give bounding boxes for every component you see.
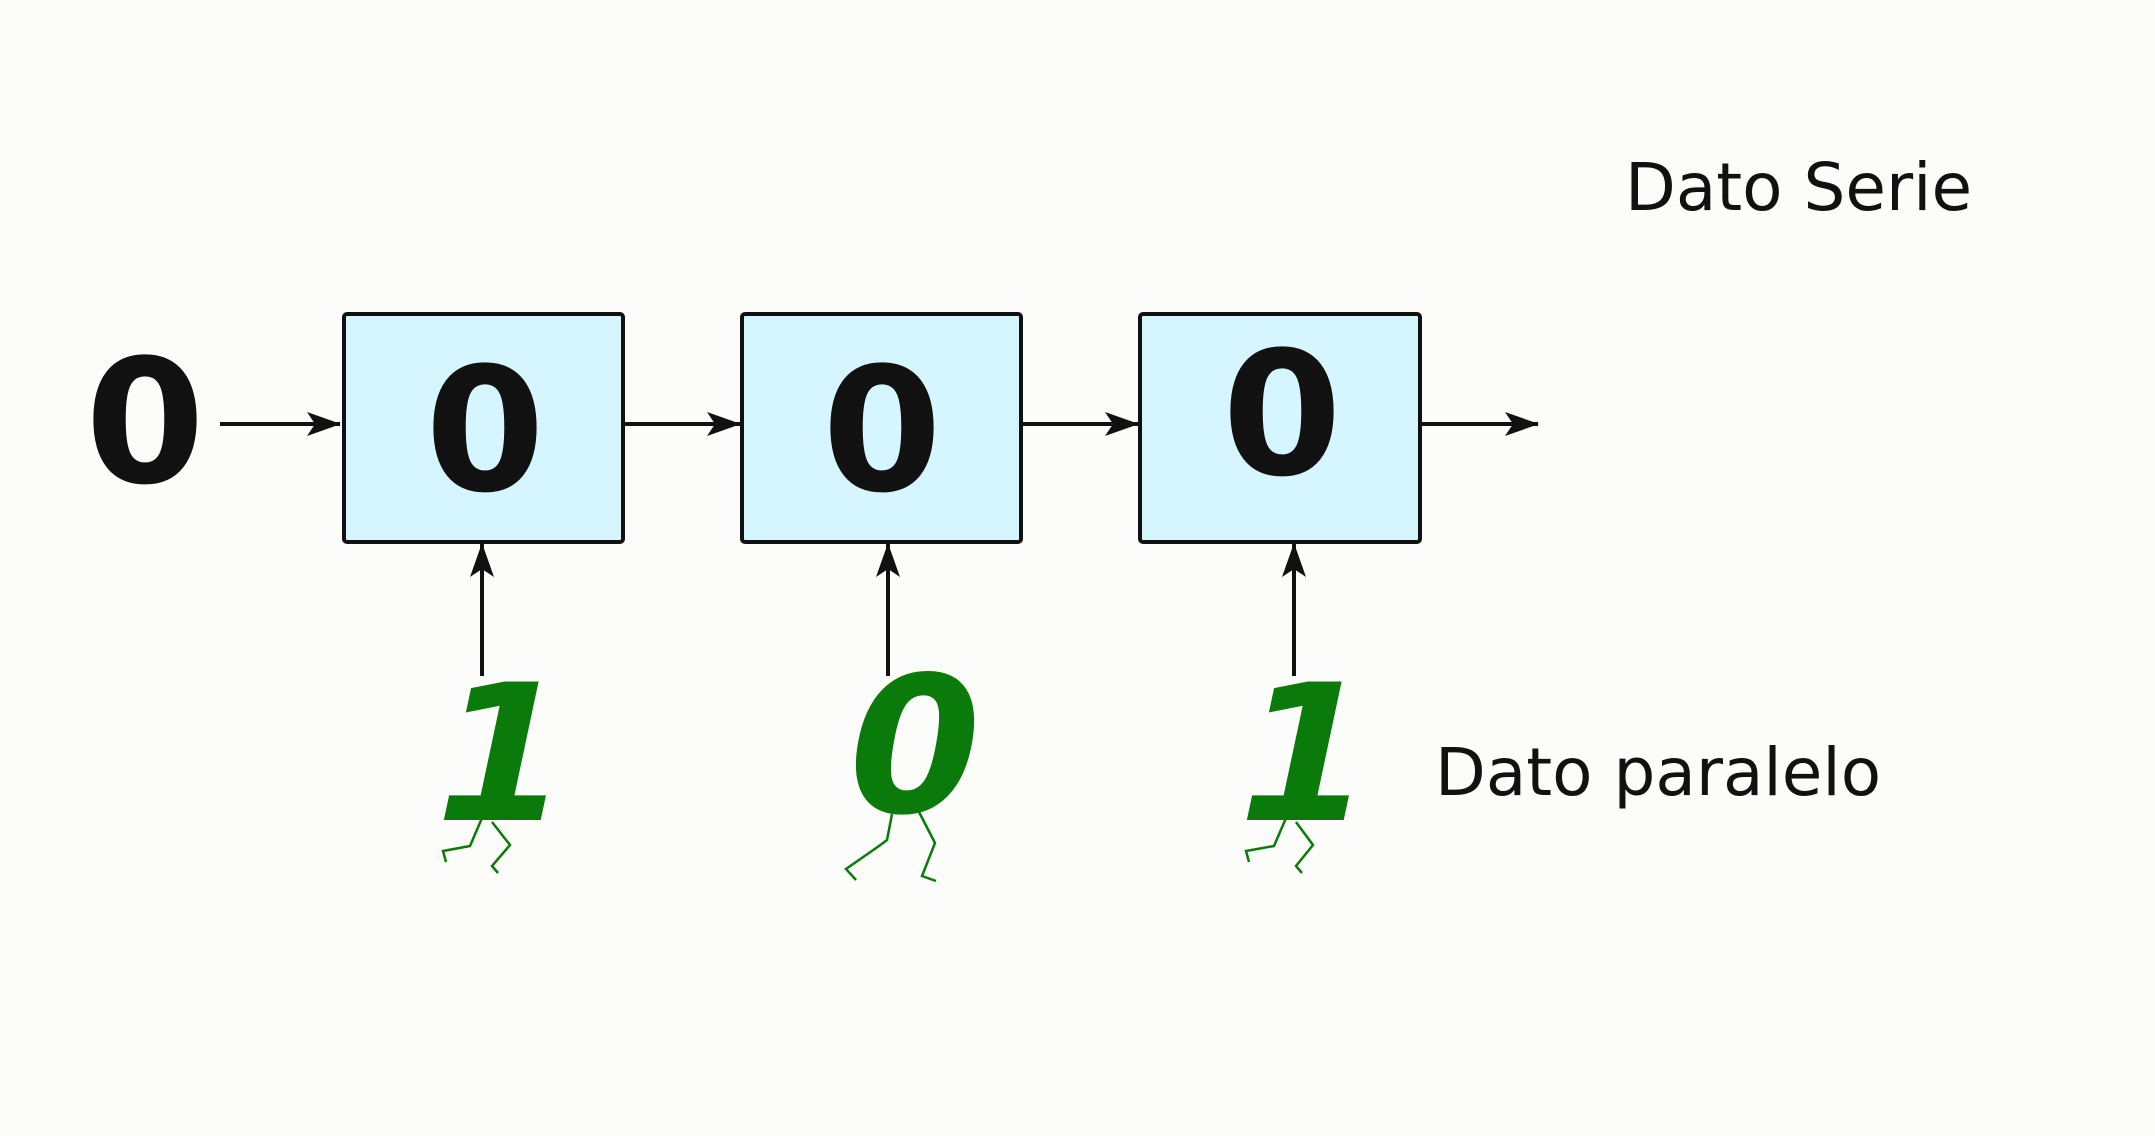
- serial-input-digit: 0: [85, 322, 205, 523]
- register-digit: 0: [425, 330, 545, 531]
- walking-legs-icon: [441, 817, 512, 874]
- parallel-digit-glyph: 0: [829, 636, 1000, 857]
- walking-legs-icon: [1244, 817, 1315, 874]
- parallel-digit-3: 1: [1215, 645, 1394, 874]
- register-3: 0: [1138, 312, 1422, 544]
- register-1: 0: [342, 312, 625, 544]
- register-box: [342, 312, 625, 544]
- walking-legs-icon: [844, 809, 937, 883]
- register-digit: 0: [1222, 314, 1342, 515]
- parallel-digit-2: 0: [829, 636, 1000, 883]
- register-box: [740, 312, 1023, 544]
- serial-data-label: Dato Serie: [1625, 149, 1972, 226]
- parallel-data-label: Dato paralelo: [1435, 734, 1881, 811]
- register-box: [1138, 312, 1422, 544]
- register-digit: 0: [822, 330, 942, 531]
- parallel-digit-1: 1: [412, 645, 591, 874]
- parallel-arrows: [470, 543, 1306, 676]
- register-2: 0: [740, 312, 1023, 544]
